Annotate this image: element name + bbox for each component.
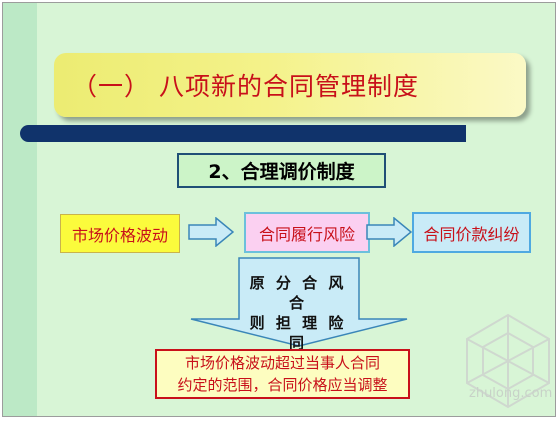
result-line: 约定的范围，合同价格应当调整 (177, 376, 388, 394)
result-line: 市场价格波动超过当事人合同 (184, 354, 380, 372)
flow-box-price-dispute: 合同价款纠纷 (412, 212, 531, 253)
result-box: 市场价格波动超过当事人合同 约定的范围，合同价格应当调整 (155, 349, 410, 399)
slide-subtitle: 2、合理调价制度 (208, 161, 355, 183)
slide-title: （一） 八项新的合同管理制度 (72, 72, 419, 101)
flow-box-performance-risk: 合同履行风险 (244, 212, 370, 253)
subtitle-box: 2、合理调价制度 (177, 153, 386, 188)
principle-text: 原 分 合 风 合 则 担 理 险 同 (243, 273, 353, 353)
principle-line: 原 分 合 风 合 (249, 274, 347, 312)
flow-box-label: 市场价格波动 (71, 225, 168, 245)
right-arrow-icon (188, 217, 234, 247)
title-box: （一） 八项新的合同管理制度 (54, 53, 526, 117)
down-arrow-icon (190, 257, 408, 347)
title-underline-bar (20, 125, 466, 142)
slide: （一） 八项新的合同管理制度 2、合理调价制度 市场价格波动 合同履行风险 合同… (2, 2, 556, 417)
flow-box-label: 合同履行风险 (258, 224, 355, 244)
right-arrow-icon (366, 217, 412, 247)
watermark-text: zhulong.com (469, 386, 553, 401)
flow-box-label: 合同价款纠纷 (423, 224, 520, 244)
principle-line: 则 担 理 险 同 (249, 314, 347, 352)
left-band (3, 3, 37, 416)
flow-box-market-fluctuation: 市场价格波动 (60, 214, 180, 253)
zhulong-logo-icon (466, 313, 550, 409)
